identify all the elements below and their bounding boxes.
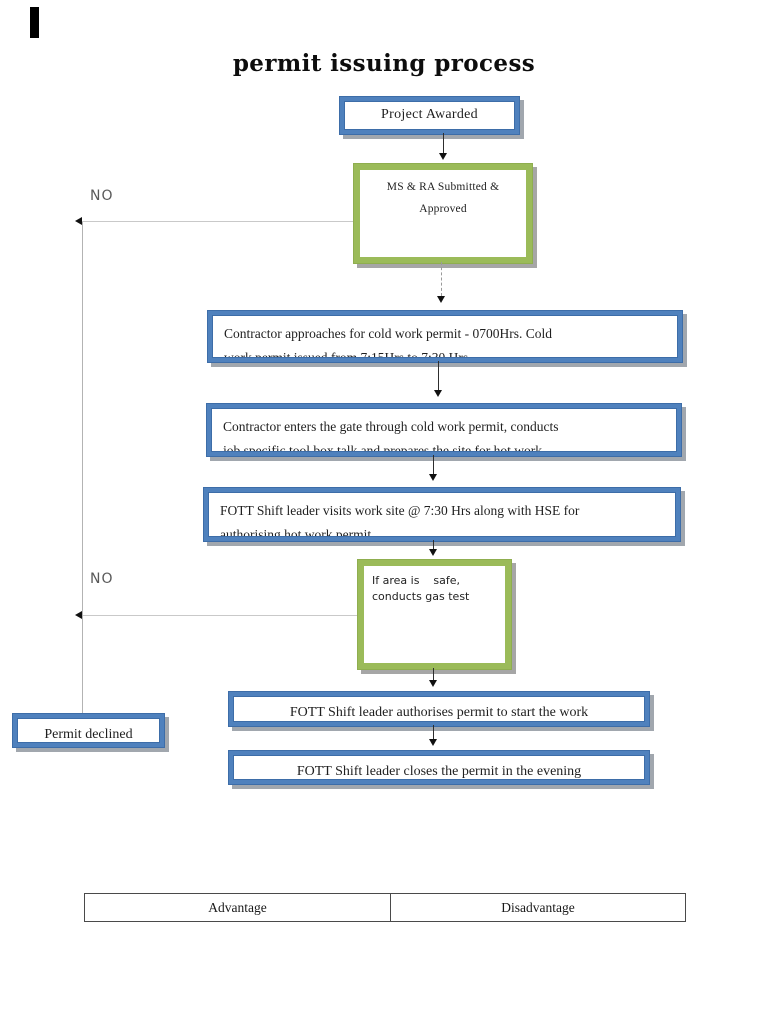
node-gas-test: If area is safe, conducts gas test bbox=[357, 559, 512, 670]
connector-line-7 bbox=[433, 725, 434, 739]
node-project-awarded-label: Project Awarded bbox=[381, 107, 478, 122]
arrow-down-icon bbox=[437, 296, 445, 303]
table-header-advantage: Advantage bbox=[85, 894, 391, 921]
connector-line-6 bbox=[433, 668, 434, 680]
node-site-visit-panel: FOTT Shift leader visits work site @ 7:3… bbox=[208, 492, 676, 537]
advantage-table: Advantage Disadvantage bbox=[84, 893, 686, 922]
node-permit-declined-label: Permit declined bbox=[44, 727, 133, 742]
connector-line-5 bbox=[433, 540, 434, 549]
arrow-left-icon bbox=[75, 611, 82, 619]
node-enter-gate-label: Contractor enters the gate through cold … bbox=[223, 419, 559, 452]
node-enter-gate: Contractor enters the gate through cold … bbox=[206, 403, 682, 457]
node-ms-ra-approved-panel: MS & RA Submitted & Approved bbox=[360, 170, 526, 257]
node-close-permit: FOTT Shift leader closes the permit in t… bbox=[228, 750, 650, 785]
node-gas-test-label: If area is safe, conducts gas test bbox=[372, 574, 470, 603]
arrow-down-icon bbox=[429, 549, 437, 556]
page-title: permit issuing process bbox=[232, 50, 536, 77]
node-authorise-permit-panel: FOTT Shift leader authorises permit to s… bbox=[233, 696, 645, 722]
node-authorise-permit-label: FOTT Shift leader authorises permit to s… bbox=[289, 705, 589, 720]
node-permit-declined: Permit declined bbox=[12, 713, 165, 748]
node-cold-work-permit-label: Contractor approaches for cold work perm… bbox=[224, 326, 553, 358]
arrow-down-icon bbox=[429, 680, 437, 687]
connector-line-3 bbox=[438, 361, 439, 390]
no-branch-line-top bbox=[82, 221, 353, 222]
node-permit-declined-panel: Permit declined bbox=[17, 718, 160, 743]
node-enter-gate-panel: Contractor enters the gate through cold … bbox=[211, 408, 677, 452]
arrow-left-icon bbox=[75, 217, 82, 225]
arrow-down-icon bbox=[429, 474, 437, 481]
connector-line-1 bbox=[443, 133, 444, 154]
node-close-permit-panel: FOTT Shift leader closes the permit in t… bbox=[233, 755, 645, 780]
node-gas-test-panel: If area is safe, conducts gas test bbox=[364, 566, 505, 663]
node-close-permit-label: FOTT Shift leader closes the permit in t… bbox=[296, 764, 582, 779]
node-site-visit-label: FOTT Shift leader visits work site @ 7:3… bbox=[220, 503, 580, 537]
no-label-bottom: NO bbox=[90, 571, 114, 587]
no-branch-line-bottom bbox=[82, 615, 357, 616]
node-project-awarded-panel: Project Awarded bbox=[344, 101, 515, 130]
arrow-down-icon bbox=[429, 739, 437, 746]
node-project-awarded: Project Awarded bbox=[339, 96, 520, 135]
arrow-down-icon bbox=[434, 390, 442, 397]
node-cold-work-permit-panel: Contractor approaches for cold work perm… bbox=[212, 315, 678, 358]
page-edge-black-mark bbox=[30, 7, 39, 38]
node-ms-ra-approved-label: MS & RA Submitted & Approved bbox=[386, 181, 500, 215]
table-header-disadvantage: Disadvantage bbox=[501, 899, 575, 915]
node-cold-work-permit: Contractor approaches for cold work perm… bbox=[207, 310, 683, 363]
node-site-visit: FOTT Shift leader visits work site @ 7:3… bbox=[203, 487, 681, 542]
connector-line-4 bbox=[433, 455, 434, 474]
arrow-down-icon bbox=[439, 153, 447, 160]
connector-line-2 bbox=[441, 262, 442, 296]
no-branch-vertical-line bbox=[82, 222, 83, 713]
node-ms-ra-approved: MS & RA Submitted & Approved bbox=[353, 163, 533, 264]
no-label-top: NO bbox=[90, 188, 114, 204]
node-authorise-permit: FOTT Shift leader authorises permit to s… bbox=[228, 691, 650, 727]
